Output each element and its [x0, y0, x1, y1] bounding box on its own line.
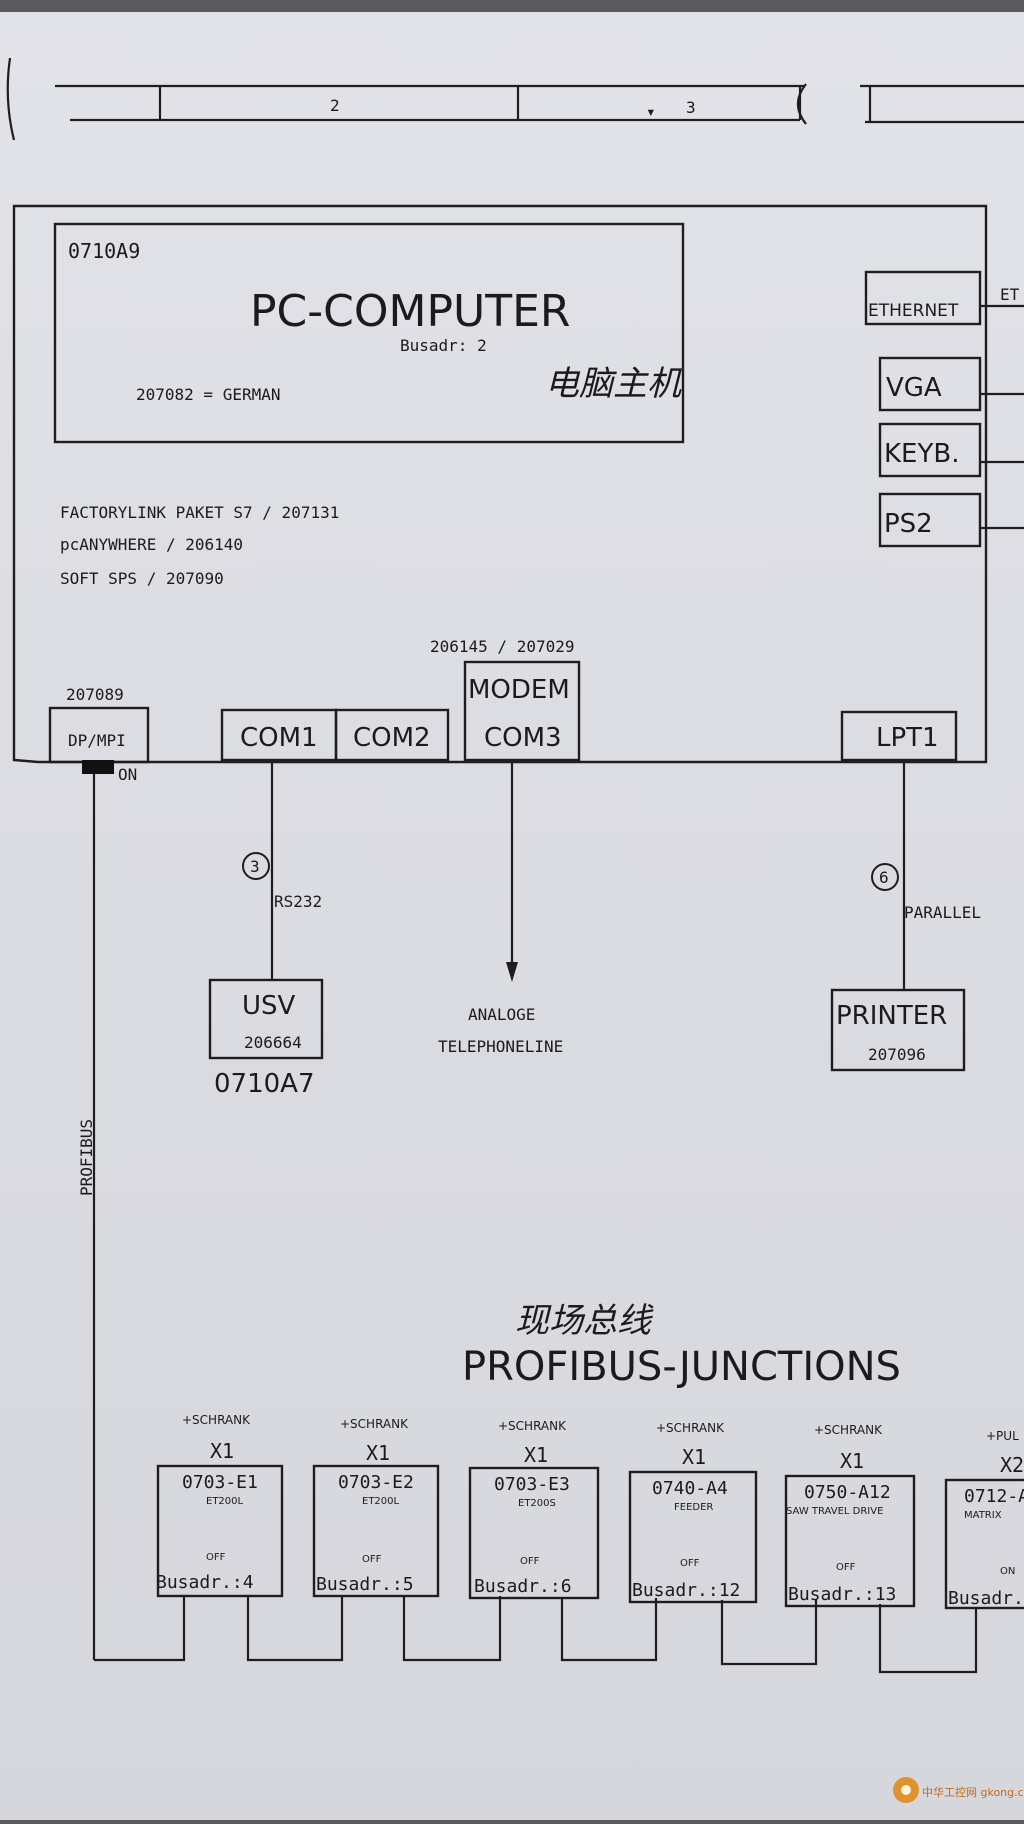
parallel-label: PARALLEL — [904, 903, 981, 922]
junction-group: +SCHRANK — [182, 1413, 251, 1427]
junctions-handwritten-note: 现场总线 — [515, 1301, 654, 1341]
junction-x: X1 — [366, 1441, 390, 1465]
software-list: FACTORYLINK PAKET S7 / 207131 pcANYWHERE… — [60, 503, 339, 588]
usv-title: USV — [242, 991, 296, 1021]
analog-line-1: ANALOGE — [468, 1005, 535, 1024]
modem-label: MODEM — [468, 675, 570, 705]
printer-code: 207096 — [868, 1045, 926, 1064]
pc-busadr: Busadr: 2 — [400, 336, 487, 355]
junction-item: +SCHRANK X1 0703-E1 ET200L OFF Busadr.:4 — [156, 1413, 284, 1598]
junction-group: +SCHRANK — [498, 1419, 567, 1433]
pc-tag: 0710A9 — [68, 239, 140, 263]
watermark: 中华工控网 gkong.com — [893, 1777, 1024, 1803]
junction-bus: Busadr.: — [948, 1588, 1024, 1609]
junction-type: FEEDER — [674, 1502, 713, 1513]
junction-item: +SCHRANK X1 0740-A4 FEEDER OFF Busadr.:1… — [628, 1421, 758, 1604]
junction-x: X1 — [840, 1449, 864, 1473]
junction-state: OFF — [680, 1558, 700, 1569]
title-marker: ▾ — [646, 102, 656, 121]
junctions-title: PROFIBUS-JUNCTIONS — [462, 1344, 901, 1390]
junction-item: +SCHRANK X1 0703-E3 ET200S OFF Busadr.:6 — [468, 1419, 600, 1600]
junction-type: MATRIX — [964, 1510, 1002, 1521]
dp-mpi-port: DP/MPI — [68, 731, 126, 750]
junction-group: +PUL — [986, 1429, 1019, 1443]
junction-type: ET200L — [206, 1496, 244, 1507]
pc-handwritten-note: 电脑主机 — [545, 364, 682, 404]
junction-x: X1 — [210, 1439, 234, 1463]
profibus-trunk: PROFIBUS — [77, 774, 978, 1674]
ps2-port: PS2 — [884, 509, 933, 539]
junction-type: ET200S — [518, 1498, 556, 1509]
com2-port: COM2 — [353, 723, 431, 753]
junction-x: X1 — [524, 1443, 548, 1467]
title-cell-2: 2 — [330, 96, 340, 115]
connections: 3 RS232 ANALOGE TELEPHONELINE 6 PARALLEL — [242, 760, 981, 1056]
junction-state: OFF — [362, 1554, 382, 1565]
ethernet-cut-label: ET — [1000, 285, 1020, 304]
software-item: FACTORYLINK PAKET S7 / 207131 — [60, 503, 339, 522]
junction-item: +SCHRANK X1 0703-E2 ET200L OFF Busadr.:5 — [312, 1417, 440, 1598]
usv-tag: 0710A7 — [214, 1069, 315, 1099]
software-item: pcANYWHERE / 206140 — [60, 535, 243, 554]
junction-group: +SCHRANK — [340, 1417, 409, 1431]
com1-port: COM1 — [240, 723, 318, 753]
drawing-sheet: 2 3 ▾ 0710A9 PC-COMPUTER Busadr: 2 电脑主机 … — [0, 12, 1024, 1820]
rs232-number: 3 — [250, 857, 260, 876]
junction-name: 0712-A — [964, 1486, 1024, 1507]
ethernet-port: ETHERNET — [868, 301, 959, 321]
junctions-heading: 现场总线 PROFIBUS-JUNCTIONS — [462, 1301, 901, 1390]
junction-item: +PUL X2 0712-A MATRIX ON Busadr.: — [944, 1429, 1024, 1610]
usv-box: USV 206664 0710A7 — [208, 978, 324, 1099]
watermark-text: 中华工控网 gkong.com — [922, 1785, 1024, 1799]
junction-name: 0703-E3 — [494, 1474, 570, 1495]
junction-name: 0750-A12 — [804, 1482, 891, 1503]
junction-type: SAW TRAVEL DRIVE — [786, 1506, 883, 1517]
junction-type: ET200L — [362, 1496, 400, 1507]
junction-x: X1 — [682, 1445, 706, 1469]
pc-language: 207082 = GERMAN — [136, 385, 281, 404]
analog-line-2: TELEPHONELINE — [438, 1037, 563, 1056]
dp-mpi-switch — [82, 760, 114, 774]
junction-bus: Busadr.:5 — [316, 1574, 414, 1595]
junction-bus: Busadr.:4 — [156, 1572, 254, 1593]
printer-box: PRINTER 207096 — [830, 988, 966, 1072]
junction-state: OFF — [206, 1552, 226, 1563]
junction-list: +SCHRANK X1 0703-E1 ET200L OFF Busadr.:4… — [156, 1413, 1024, 1610]
junction-bus: Busadr.:6 — [474, 1576, 572, 1597]
right-ports: ETHERNET ET VGA KEYB. PS2 — [864, 270, 1024, 548]
dp-mpi-on-label: ON — [118, 765, 137, 784]
bottom-ports: 207089 DP/MPI ON COM1 COM2 206145 / 2070… — [48, 637, 958, 784]
junction-state: OFF — [836, 1562, 856, 1573]
junction-name: 0740-A4 — [652, 1478, 728, 1499]
pc-title: PC-COMPUTER — [250, 286, 570, 337]
lpt1-port: LPT1 — [876, 723, 939, 753]
com3-port: COM3 — [484, 723, 562, 753]
junction-bus: Busadr.:13 — [788, 1584, 896, 1605]
usv-code: 206664 — [244, 1033, 302, 1052]
title-block: 2 3 ▾ — [6, 57, 1024, 141]
parallel-number: 6 — [879, 868, 889, 887]
dp-mpi-code: 207089 — [66, 685, 124, 704]
profibus-label: PROFIBUS — [77, 1119, 96, 1196]
junction-state: OFF — [520, 1556, 540, 1567]
keyboard-port: KEYB. — [884, 439, 959, 469]
junction-x: X2 — [1000, 1453, 1024, 1477]
software-item: SOFT SPS / 207090 — [60, 569, 224, 588]
title-cell-3: 3 — [686, 98, 696, 117]
wiring-diagram: 2 3 ▾ 0710A9 PC-COMPUTER Busadr: 2 电脑主机 … — [6, 57, 1024, 1803]
junction-name: 0703-E2 — [338, 1472, 414, 1493]
pc-computer-box: 0710A9 PC-COMPUTER Busadr: 2 电脑主机 207082… — [53, 222, 685, 444]
junction-state: ON — [1000, 1566, 1015, 1577]
junction-group: +SCHRANK — [814, 1423, 883, 1437]
junction-group: +SCHRANK — [656, 1421, 725, 1435]
telephone-arrow — [506, 962, 518, 982]
rs232-label: RS232 — [274, 892, 322, 911]
modem-code: 206145 / 207029 — [430, 637, 575, 656]
printer-title: PRINTER — [836, 1001, 947, 1031]
junction-item: +SCHRANK X1 0750-A12 SAW TRAVEL DRIVE OF… — [784, 1423, 916, 1608]
junction-name: 0703-E1 — [182, 1472, 258, 1493]
junction-bus: Busadr.:12 — [632, 1580, 740, 1601]
vga-port: VGA — [886, 373, 942, 403]
